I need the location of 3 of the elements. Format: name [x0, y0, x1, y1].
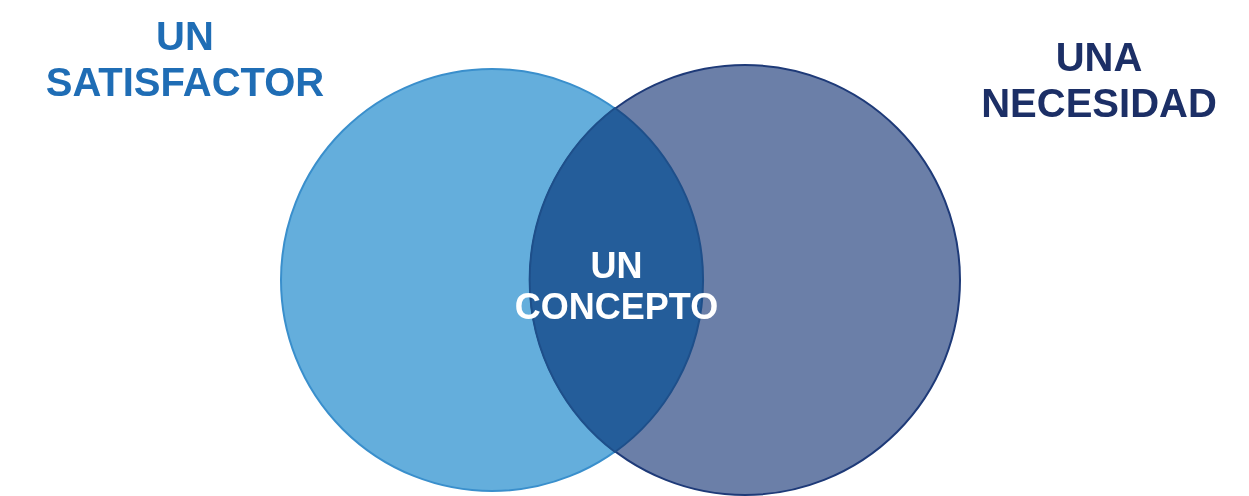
- set-heading: UNA NECESIDAD: [980, 34, 1218, 126]
- set-heading: UN SATISFACTOR: [44, 13, 326, 105]
- region-label: UN CONCEPTO: [513, 245, 720, 328]
